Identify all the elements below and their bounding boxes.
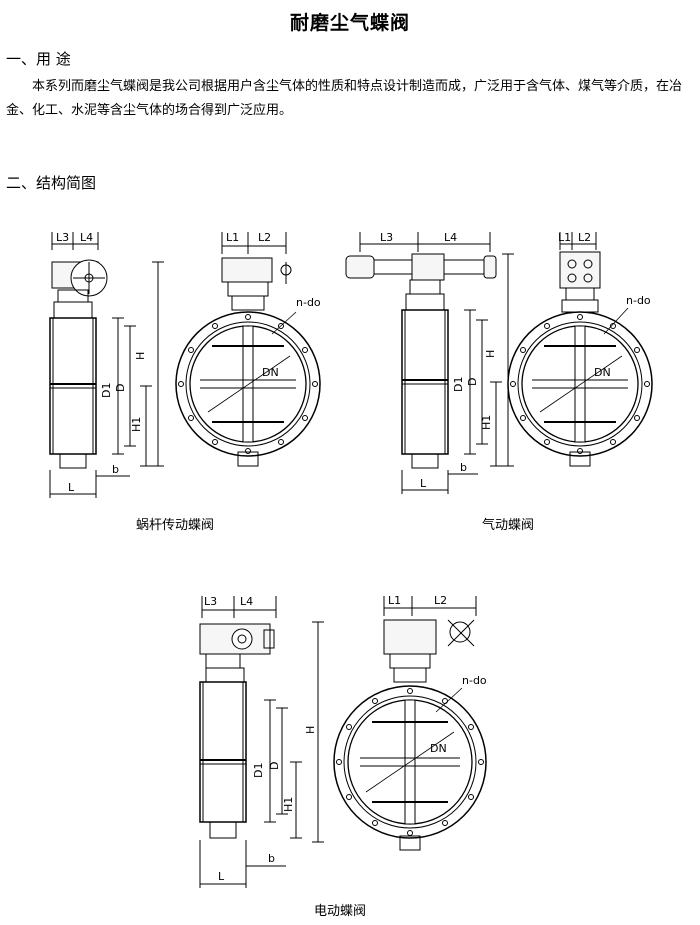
pneu-label-L2: L2 [578, 231, 591, 244]
worm-bolt-holes [178, 314, 318, 454]
elec-label-H: H [304, 726, 317, 734]
pneu-label-D1: D1 [452, 377, 465, 392]
elec-label-L3: L3 [204, 595, 217, 608]
worm-label-H1: H1 [130, 417, 143, 432]
worm-side-view [49, 232, 164, 498]
elec-label-L: L [218, 870, 225, 883]
elec-label-L4: L4 [240, 595, 253, 608]
pneu-label-L4: L4 [444, 231, 457, 244]
electric-actuator-front [383, 619, 437, 655]
section-use-heading: 一、用 途 [6, 50, 71, 68]
elec-label-DN: DN [430, 742, 447, 755]
elec-label-D: D [268, 762, 281, 770]
worm-front-view [175, 232, 321, 467]
worm-label-L2: L2 [258, 231, 271, 244]
pneumatic-caption: 气动蝶阀 [481, 518, 534, 533]
pneu-label-b: b [460, 461, 467, 474]
electric-caption: 电动蝶阀 [313, 904, 366, 919]
worm-label-L1: L1 [226, 231, 239, 244]
pneu-label-L1: L1 [558, 231, 571, 244]
worm-label-D1: D1 [100, 383, 113, 398]
worm-label-DN: DN [262, 366, 279, 379]
worm-label-L4: L4 [80, 231, 93, 244]
worm-label-L: L [68, 481, 75, 494]
elec-label-ndo: n-do [462, 674, 487, 687]
pneu-label-H1: H1 [480, 415, 493, 430]
elec-label-L2: L2 [434, 594, 447, 607]
worm-gearbox-front [221, 257, 273, 283]
elec-label-D1: D1 [252, 763, 265, 778]
worm-label-b: b [112, 463, 119, 476]
pneumatic-actuator-front [559, 251, 601, 289]
worm-label-H: H [134, 352, 147, 360]
pneu-label-DN: DN [594, 366, 611, 379]
pneumatic-bolt-holes [510, 314, 650, 454]
page-title: 耐磨尘气蝶阀 [289, 12, 410, 34]
electric-valve-body [199, 681, 247, 823]
worm-label-L3: L3 [56, 231, 69, 244]
handwheel-knob-icon [280, 264, 292, 276]
worm-label-D: D [114, 384, 127, 392]
pneumatic-front-view [507, 232, 653, 467]
pneu-label-L: L [420, 477, 427, 490]
worm-gear-caption: 蜗杆传动蝶阀 [135, 518, 214, 533]
electric-front-view [333, 596, 487, 851]
electric-handwheel-icon [449, 621, 471, 643]
electric-side-view [199, 596, 324, 888]
worm-label-ndo: n-do [296, 296, 321, 309]
elec-label-H1: H1 [282, 797, 295, 812]
section-structure-heading: 二、结构简图 [6, 174, 97, 192]
electric-motor-icon [231, 628, 253, 650]
elec-label-L1: L1 [388, 594, 401, 607]
pneumatic-cylinder-right [483, 255, 497, 279]
pneu-label-ndo: n-do [626, 294, 651, 307]
pneu-label-H: H [484, 350, 497, 358]
pneu-label-L3: L3 [380, 231, 393, 244]
section-use-body: 本系列而磨尘气蝶阀是我公司根据用户含尘气体的性质和特点设计制造而成，广泛用于含气… [6, 79, 683, 118]
pneumatic-side-view [345, 232, 514, 494]
elec-label-b: b [268, 852, 275, 865]
pneu-label-D: D [466, 378, 479, 386]
